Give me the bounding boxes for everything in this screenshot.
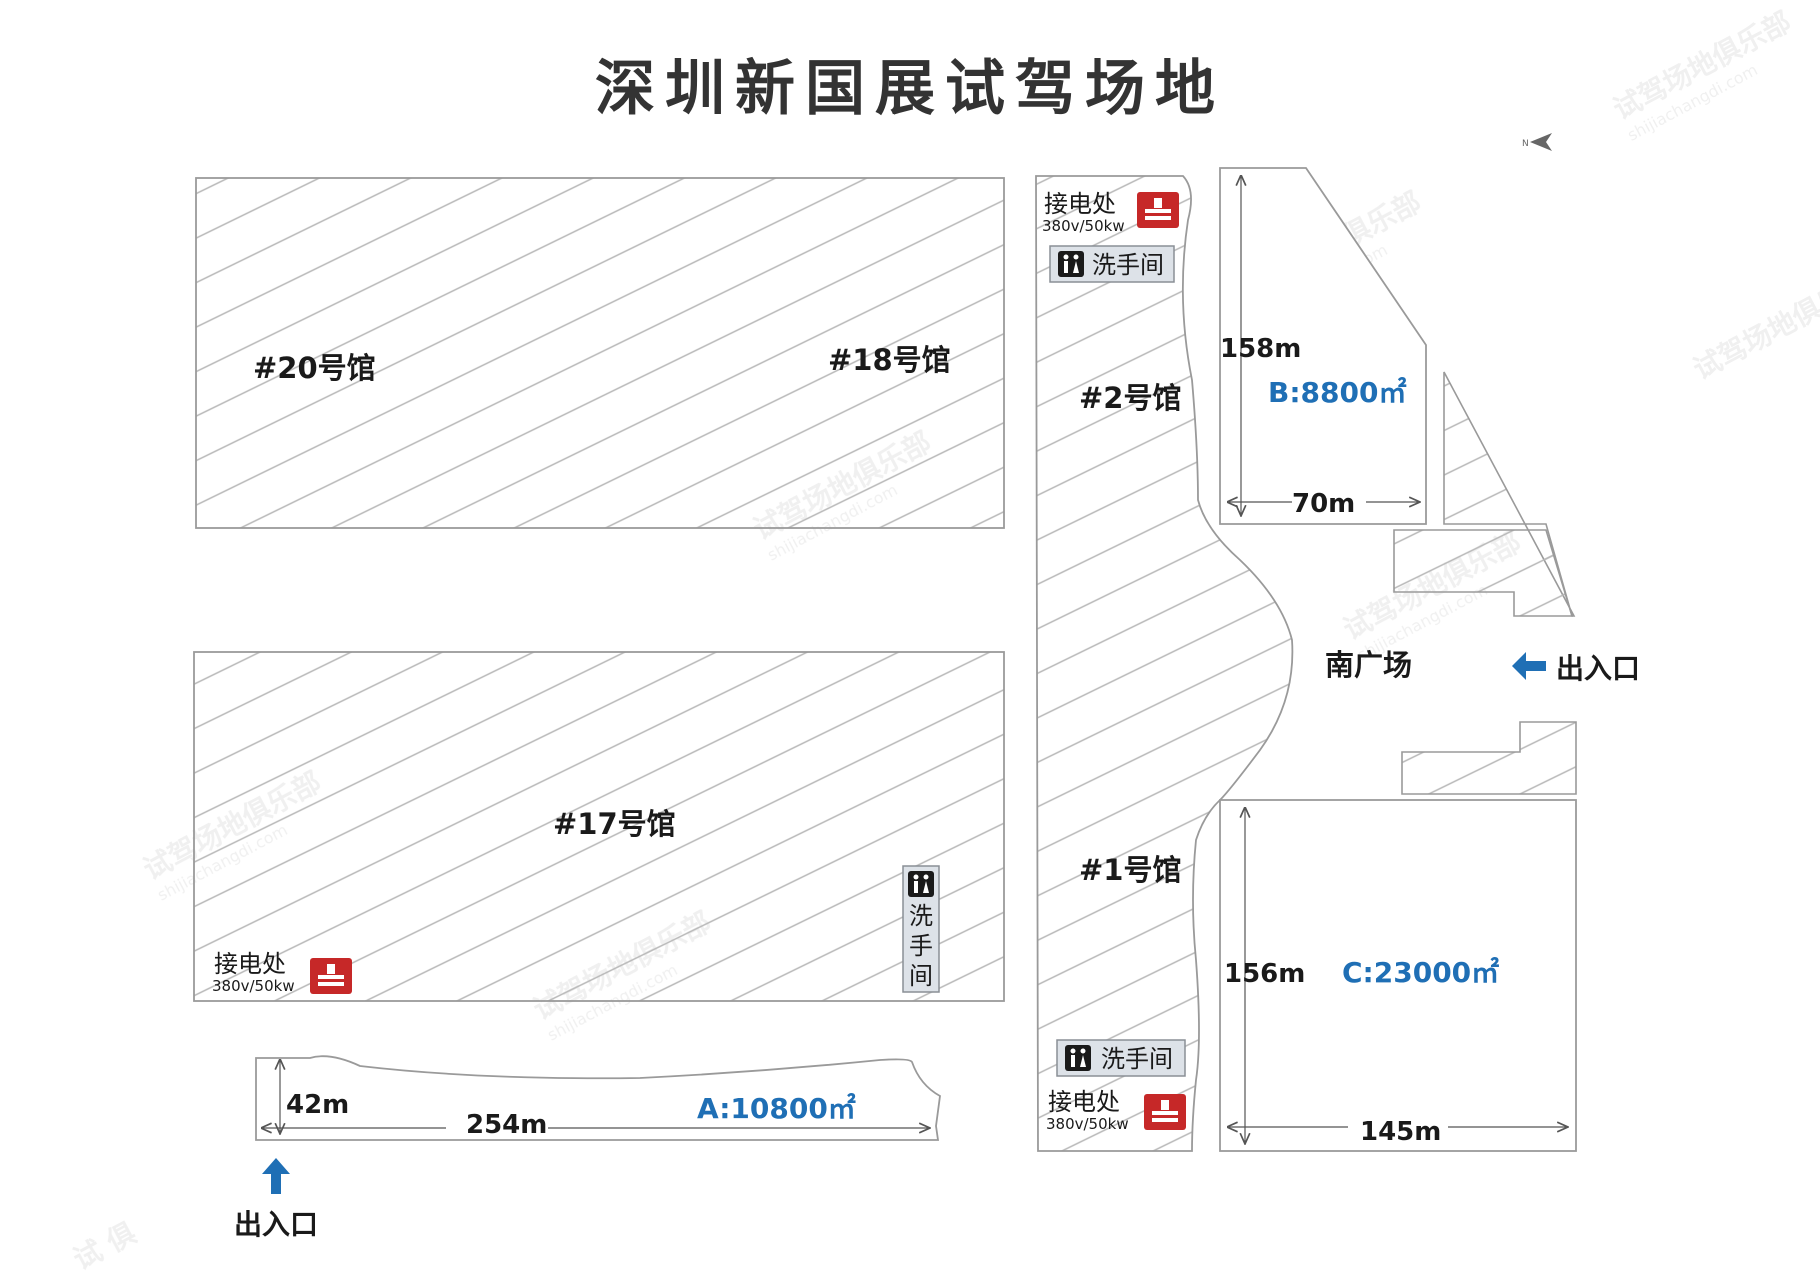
south-plaza-label: 南广场 <box>1325 648 1412 682</box>
zone-c-area: C:23000㎡ <box>1342 956 1499 989</box>
hall-18-label: #18号馆 <box>828 343 951 377</box>
hall-1-2-block: #2号馆 #1号馆 <box>1035 175 1294 1152</box>
watermark-logo: 试 俱 <box>68 1216 142 1276</box>
north-arrow-icon <box>1530 133 1552 151</box>
zone-c-width: 145m <box>1360 1117 1441 1147</box>
zone-b-width: 70m <box>1292 489 1355 519</box>
page-title: 深圳新国展试驾场地 <box>595 54 1225 124</box>
power-socket-icon <box>1137 192 1179 228</box>
zone-a-area: A:10800㎡ <box>697 1092 856 1125</box>
zone-a-width: 254m <box>466 1110 547 1140</box>
compass: N <box>1522 133 1552 151</box>
entrance-label: 出入口 <box>234 1208 318 1241</box>
hall-2-label: #2号馆 <box>1079 381 1181 415</box>
hall-17-block: #17号馆 <box>193 651 1005 1002</box>
power-label: 接电处 <box>1048 1088 1120 1116</box>
power-point-17: 接电处 380v/50kw <box>212 950 352 995</box>
restroom-char-3: 间 <box>909 962 933 990</box>
hall-20-18-block: #20号馆 #18号馆 <box>195 177 1005 529</box>
entrance-east: 出入口 <box>1512 652 1640 685</box>
arrow-up-icon <box>262 1158 290 1194</box>
restroom-label: 洗手间 <box>1101 1045 1173 1073</box>
restroom-sign-bottom: 洗手间 <box>1056 1039 1186 1077</box>
zone-c-height: 156m <box>1224 959 1305 989</box>
zone-b-height: 158m <box>1220 334 1301 364</box>
zone-b: 158m 70m B:8800㎡ <box>1219 167 1427 525</box>
power-spec: 380v/50kw <box>1046 1115 1129 1133</box>
zone-c: 156m 145m C:23000㎡ <box>1219 799 1577 1152</box>
power-label: 接电处 <box>1044 190 1116 218</box>
restroom-label: 洗手间 <box>1092 251 1164 279</box>
restroom-icon <box>1065 1045 1091 1071</box>
compass-label: N <box>1522 139 1529 149</box>
restroom-icon <box>1058 251 1084 277</box>
zone-a-height: 42m <box>286 1090 349 1120</box>
zone-a: 42m 254m A:10800㎡ <box>255 1055 941 1141</box>
entrance-label: 出入口 <box>1556 652 1640 685</box>
hall-1-label: #1号馆 <box>1079 853 1181 887</box>
power-point-bottom: 接电处 380v/50kw <box>1046 1088 1186 1133</box>
restroom-sign-top: 洗手间 <box>1049 245 1175 283</box>
entrance-south: 出入口 <box>234 1158 318 1241</box>
restroom-char-2: 手 <box>909 932 933 960</box>
restroom-sign-17: 洗 手 间 <box>902 865 940 993</box>
hall-17-label: #17号馆 <box>553 807 676 841</box>
restroom-char-1: 洗 <box>909 902 933 930</box>
power-socket-icon <box>310 958 352 994</box>
power-socket-icon <box>1144 1094 1186 1130</box>
watermark-brand: 试驾场地俱乐部 <box>1688 265 1820 386</box>
restroom-icon <box>908 871 934 897</box>
power-point-top: 接电处 380v/50kw <box>1042 190 1179 235</box>
power-spec: 380v/50kw <box>212 977 295 995</box>
zone-b-area: B:8800㎡ <box>1268 376 1406 409</box>
arrow-left-icon <box>1512 652 1546 680</box>
power-label: 接电处 <box>214 950 286 978</box>
hall-20-label: #20号馆 <box>253 351 376 385</box>
south-plaza-structures: 南广场 <box>1325 371 1577 795</box>
power-spec: 380v/50kw <box>1042 217 1125 235</box>
